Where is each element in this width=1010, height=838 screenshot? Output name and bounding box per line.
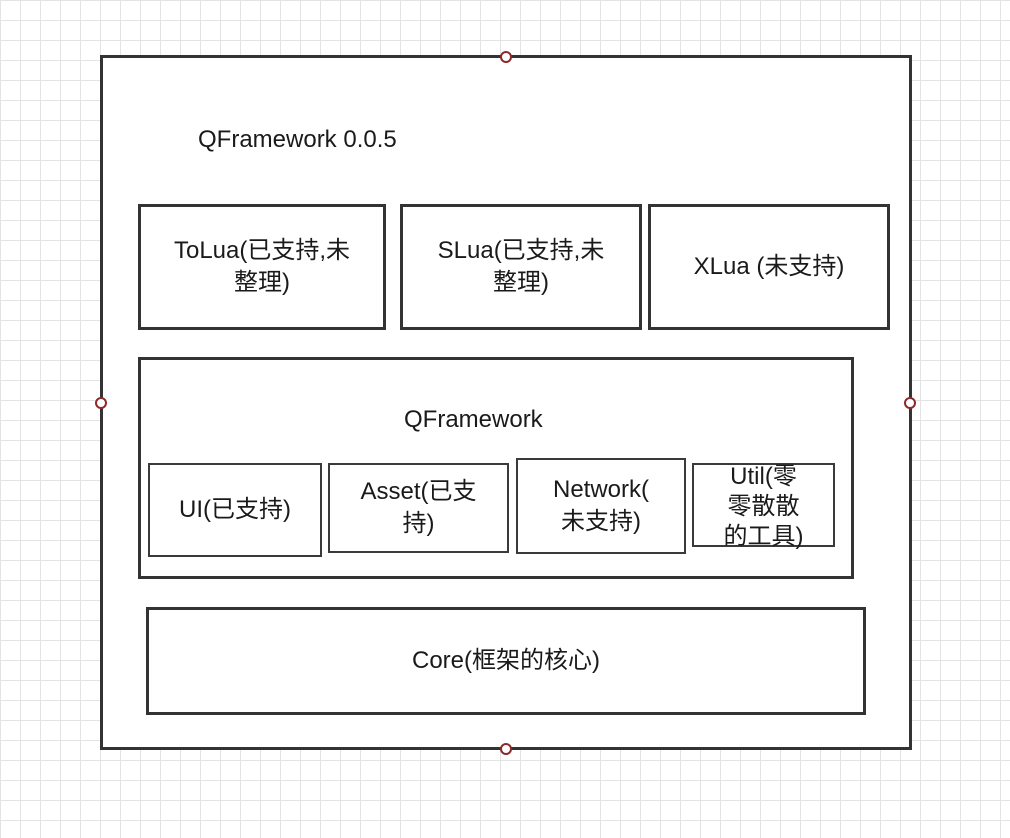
network-module-label: Network( 未支持) bbox=[552, 476, 649, 535]
resize-handle-left[interactable] bbox=[95, 397, 107, 409]
tolua-label: ToLua(已支持,未 整理) bbox=[173, 237, 351, 296]
core-label: Core(框架的核心) bbox=[411, 647, 600, 674]
ui-module-box[interactable]: UI(已支持) bbox=[148, 463, 322, 557]
ui-module-label: UI(已支持) bbox=[179, 496, 291, 523]
util-module-box[interactable]: Util(零 零散散 的工具) bbox=[692, 463, 835, 550]
outer-title: QFramework 0.0.5 bbox=[198, 126, 397, 153]
resize-handle-right[interactable] bbox=[904, 397, 916, 409]
tolua-box[interactable]: ToLua(已支持,未 整理) bbox=[138, 204, 386, 330]
slua-label: SLua(已支持,未 整理) bbox=[437, 237, 605, 296]
resize-handle-top[interactable] bbox=[500, 51, 512, 63]
asset-module-box[interactable]: Asset(已支 持) bbox=[328, 463, 509, 553]
core-box[interactable]: Core(框架的核心) bbox=[146, 607, 866, 715]
util-module-label: Util(零 零散散 的工具) bbox=[723, 463, 804, 550]
xlua-box[interactable]: XLua (未支持) bbox=[648, 204, 890, 330]
slua-box[interactable]: SLua(已支持,未 整理) bbox=[400, 204, 642, 330]
xlua-label: XLua (未支持) bbox=[693, 253, 845, 280]
asset-module-label: Asset(已支 持) bbox=[360, 478, 477, 537]
qframework-title: QFramework bbox=[404, 406, 543, 433]
network-module-box[interactable]: Network( 未支持) bbox=[516, 458, 686, 554]
resize-handle-bottom[interactable] bbox=[500, 743, 512, 755]
